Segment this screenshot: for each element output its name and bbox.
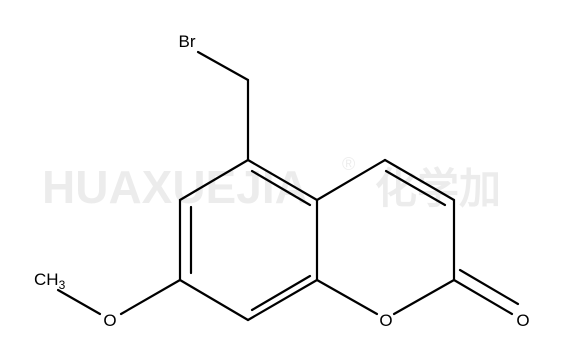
atom-label-ch3-main: CH xyxy=(34,270,59,289)
bond-c4a-c5-inner xyxy=(250,169,312,207)
bond-br-ch2 xyxy=(196,50,250,82)
bond-c8a-o1 xyxy=(315,278,379,316)
watermark-registered-mark: ® xyxy=(342,154,355,174)
atom-label-o-carbonyl: O xyxy=(516,311,529,330)
bond-c2-o-carbonyl xyxy=(452,278,514,316)
atom-label-ch3: CH3 xyxy=(34,270,66,292)
bond-c7-c8 xyxy=(178,278,250,322)
bonds xyxy=(56,50,520,322)
bond-o-ch3 xyxy=(56,288,102,316)
atom-label-o-methoxy: O xyxy=(103,311,116,330)
watermark-latin: HUAXUEJIA xyxy=(42,161,308,213)
atom-label-o-ring: O xyxy=(379,311,392,330)
bond-c7-o-methoxy xyxy=(119,278,182,316)
atom-labels: Br O O O CH3 xyxy=(34,32,530,330)
bond-c4a-c5 xyxy=(246,158,319,202)
bond-c4a-c4 xyxy=(315,158,387,202)
bond-c2-o-carbonyl-double xyxy=(458,268,520,306)
bond-c5-c6 xyxy=(178,158,250,202)
atom-label-ch3-subscript: 3 xyxy=(59,278,66,292)
bond-c8-c8a xyxy=(246,278,319,322)
watermark-cjk: 化学加 xyxy=(375,164,501,213)
atom-label-br: Br xyxy=(179,32,196,51)
bond-c4-c3-inner xyxy=(384,169,447,207)
bond-o1-c2 xyxy=(392,278,456,316)
bond-c8-c8a-inner xyxy=(250,274,312,312)
bond-c4-c3 xyxy=(383,158,456,202)
